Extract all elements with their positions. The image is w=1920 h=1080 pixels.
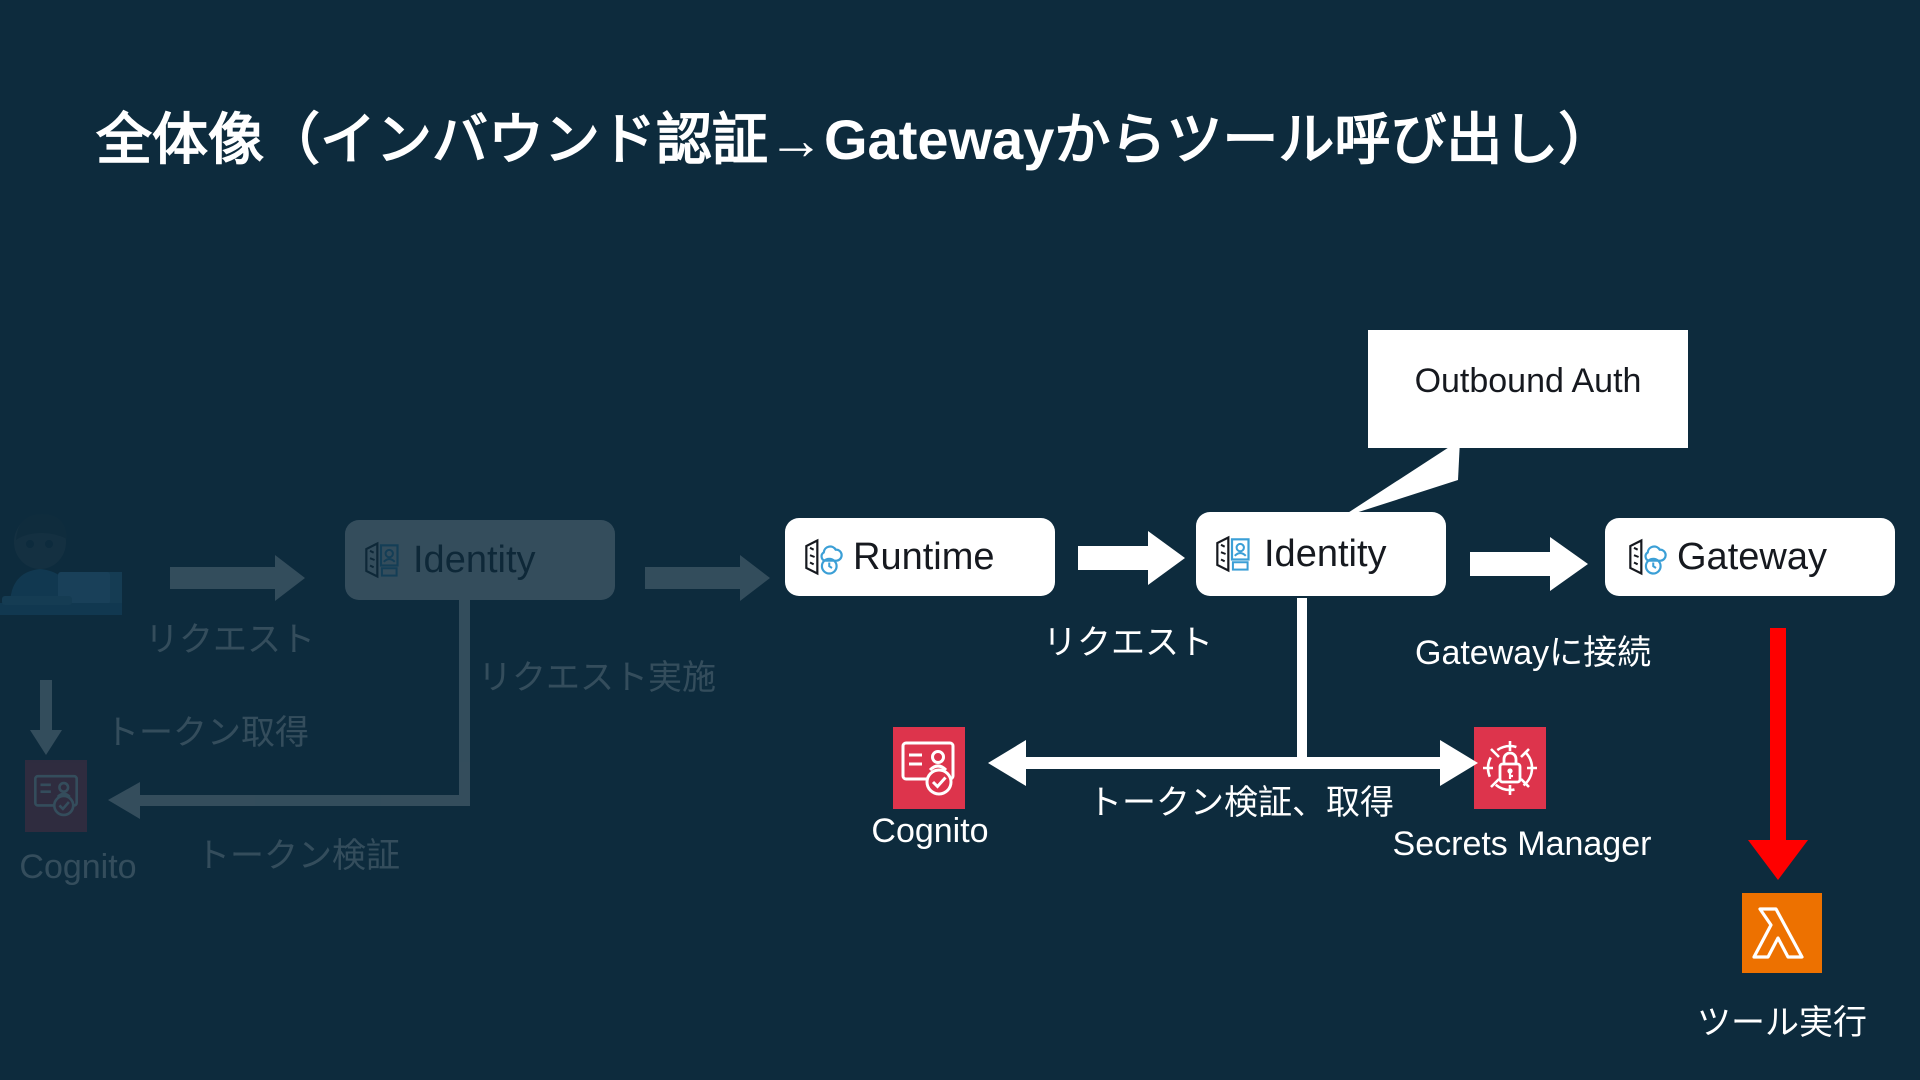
runtime-box-label: Runtime: [853, 535, 995, 578]
gateway-box-label: Gateway: [1677, 535, 1827, 578]
runtime-box[interactable]: Runtime: [785, 518, 1055, 596]
callout-tail-icon: [1340, 440, 1460, 518]
agentcore-identity-icon: [1210, 532, 1254, 576]
arrow-identity-to-runtime-faded: [645, 555, 770, 601]
label-request: リクエスト: [1043, 624, 1213, 662]
arrow-identity-to-gateway: [1470, 537, 1588, 591]
cognito-label-faded: Cognito: [19, 848, 137, 886]
secrets-manager-icon[interactable]: [1474, 727, 1546, 809]
label-gateway-connect: Gatewayに接続: [1415, 634, 1652, 672]
arrow-runtime-to-identity: [1078, 531, 1185, 585]
callout-outbound-auth: Outbound Auth: [1368, 330, 1688, 448]
connector-identity-down: [1297, 598, 1307, 764]
label-request-faded: リクエスト: [145, 621, 315, 659]
lambda-icon[interactable]: [1742, 893, 1822, 973]
arrow-gateway-to-lambda-highlight: [1748, 628, 1808, 880]
secrets-manager-label: Secrets Manager: [1392, 825, 1652, 863]
label-request-execute-faded: リクエスト実施: [478, 659, 716, 697]
label-token-get-faded: トークン取得: [105, 714, 309, 752]
agentcore-runtime-icon: [799, 535, 843, 579]
cognito-icon-faded: [25, 760, 87, 832]
label-token-verify-faded: トークン検証: [196, 837, 400, 875]
callout-label: Outbound Auth: [1414, 362, 1642, 400]
agentcore-gateway-icon: [1623, 535, 1667, 579]
identity-box-active-label: Identity: [1264, 532, 1387, 575]
arrow-user-down-faded: [30, 680, 62, 755]
agentcore-identity-icon: [359, 538, 403, 582]
gateway-box[interactable]: Gateway: [1605, 518, 1895, 596]
identity-box-active[interactable]: Identity: [1196, 512, 1446, 596]
identity-box-faded: Identity: [345, 520, 615, 600]
person-at-laptop-icon: [0, 510, 124, 620]
cognito-icon[interactable]: [893, 727, 965, 809]
cognito-label: Cognito: [871, 812, 989, 850]
page-title: 全体像（インバウンド認証→Gatewayからツール呼び出し）: [96, 108, 1615, 171]
identity-box-faded-label: Identity: [413, 538, 536, 581]
lambda-label: ツール実行: [1697, 1004, 1867, 1042]
label-token-verify-get: トークン検証、取得: [1088, 784, 1394, 822]
arrow-user-to-identity-faded: [170, 555, 305, 601]
